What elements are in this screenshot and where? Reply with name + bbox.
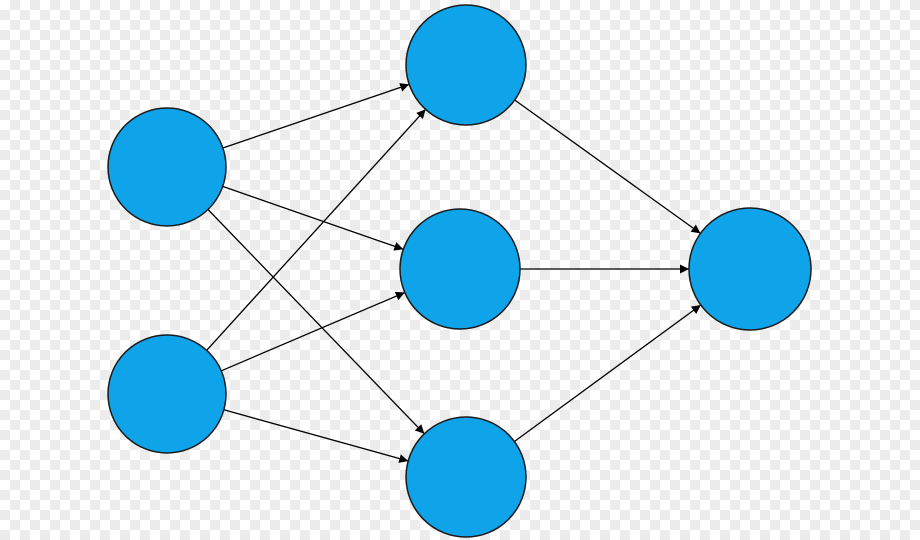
node-layer (107, 4, 812, 538)
edge-input-2-to-hidden-2 (221, 291, 406, 372)
edge-hidden-3-to-output-1 (514, 304, 702, 443)
edge-layer (206, 83, 702, 463)
node-input-2 (107, 334, 227, 454)
edge-input-1-to-hidden-1 (222, 83, 410, 149)
node-hidden-1 (405, 4, 527, 126)
node-output-1 (688, 207, 812, 331)
edge-hidden-1-to-output-1 (514, 99, 701, 234)
edge-input-2-to-hidden-3 (223, 409, 409, 463)
edge-input-1-to-hidden-3 (207, 209, 425, 435)
node-hidden-3 (405, 416, 527, 538)
node-input-1 (107, 107, 227, 227)
node-hidden-2 (399, 208, 521, 330)
edge-input-1-to-hidden-2 (222, 185, 404, 251)
edge-input-2-to-hidden-1 (206, 108, 427, 351)
